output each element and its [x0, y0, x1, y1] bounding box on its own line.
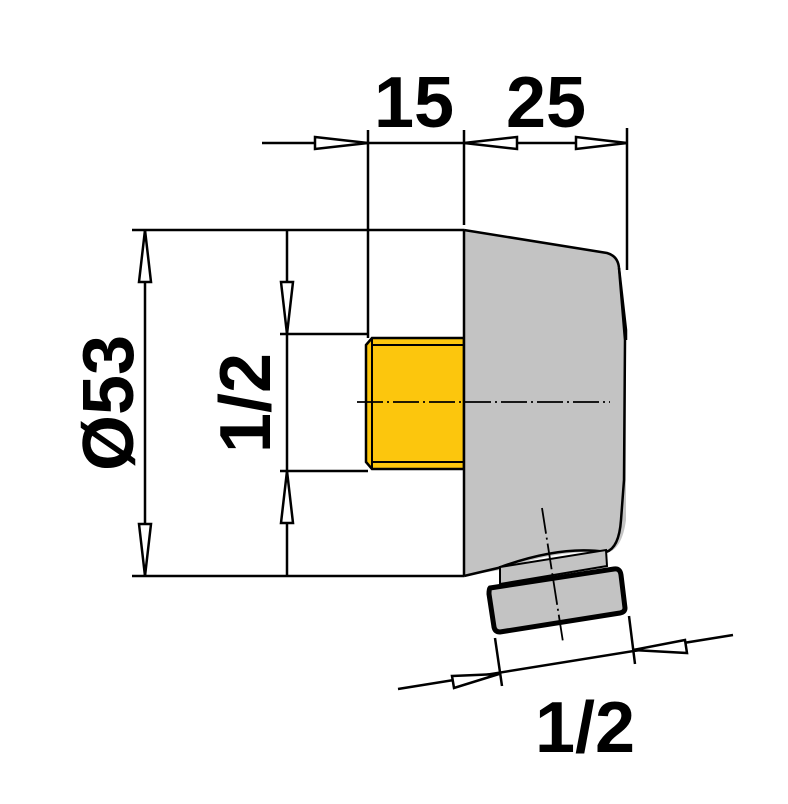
dimension-inlet-1-2: 1/2 [206, 353, 286, 453]
dimension-15: 15 [374, 63, 454, 143]
inlet-thread [364, 336, 466, 471]
dimension-diameter-53: Ø53 [69, 335, 149, 471]
dimension-outlet-1-2: 1/2 [535, 688, 635, 768]
inlet-thread-dimension [279, 230, 368, 576]
outlet-thread-dimension [397, 615, 734, 691]
top-dimension [262, 128, 629, 338]
centerlines [357, 401, 610, 643]
dimension-25: 25 [506, 63, 586, 143]
diameter-dimension [132, 228, 464, 578]
